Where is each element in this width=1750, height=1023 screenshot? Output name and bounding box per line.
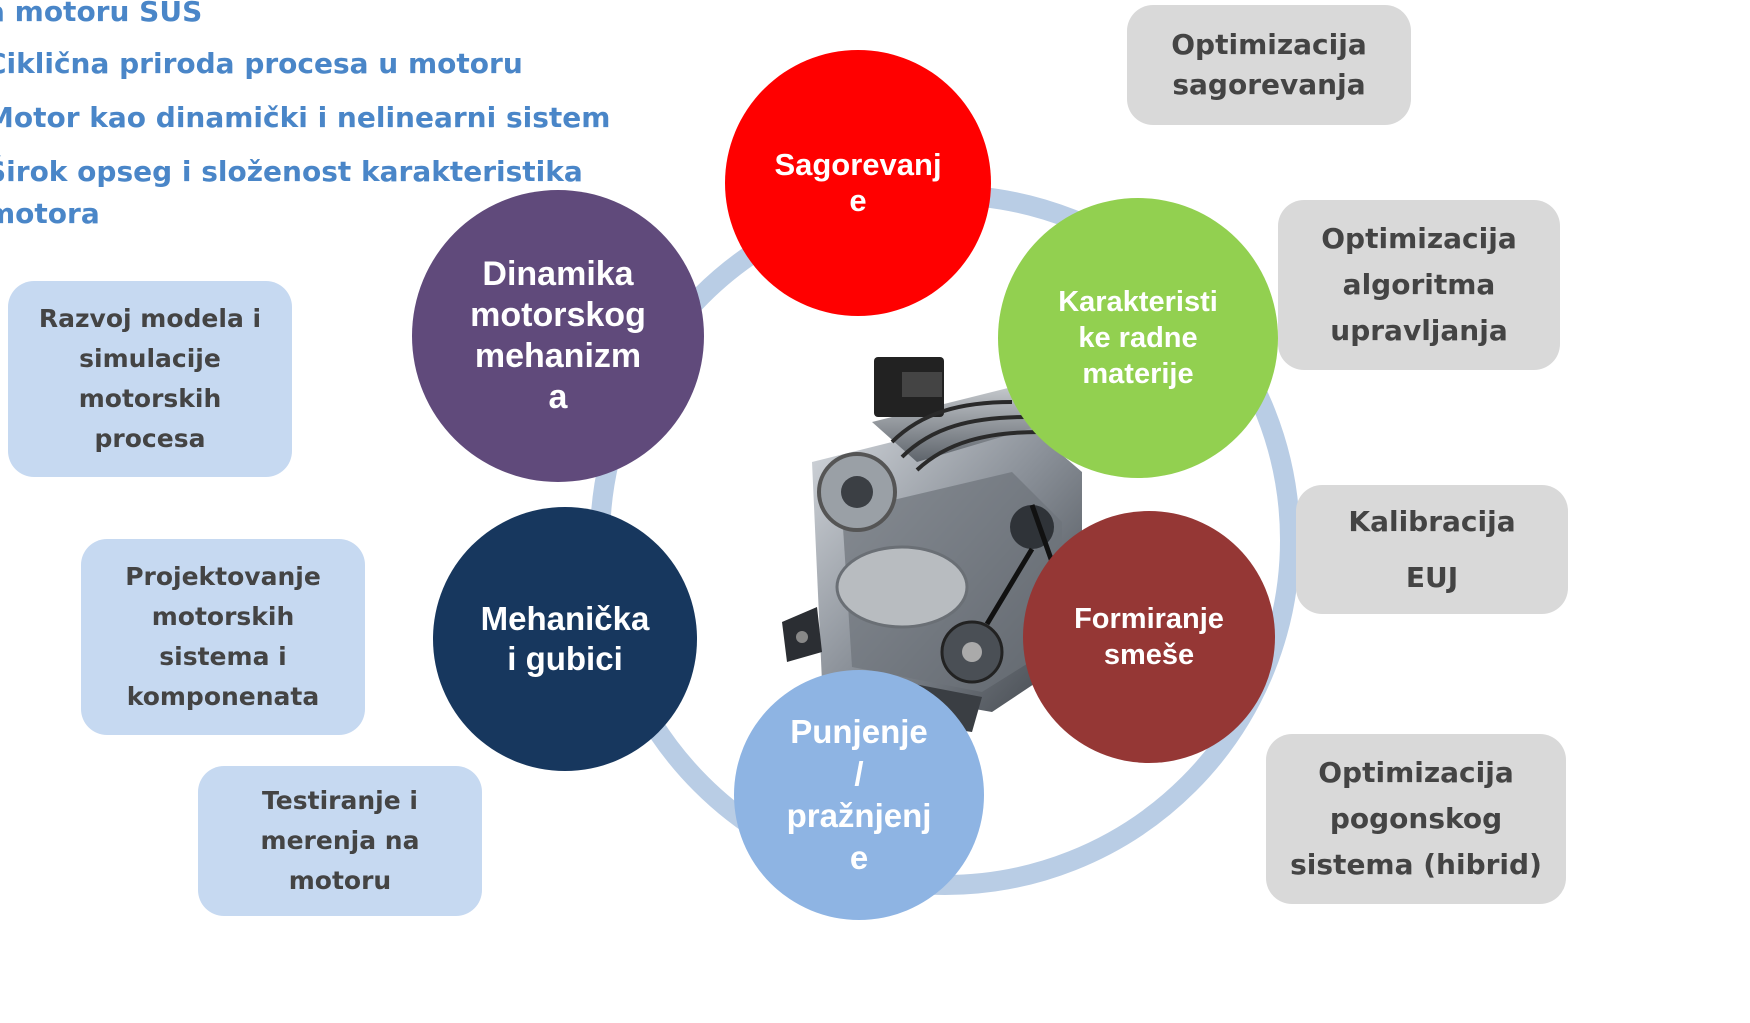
circle-karakteristike: Karakteristi ke radne materije [998, 198, 1278, 478]
bullet-item: Ciklična priroda procesa u motoru [0, 47, 523, 80]
box-projektovanje: Projektovanje motorskih sistema i kompon… [81, 539, 365, 735]
bullet-item: a motoru SUS [0, 0, 203, 28]
circle-sagorevanje: Sagorevanj e [725, 50, 991, 316]
box-optimizacija-pogonskog: Optimizacija pogonskog sistema (hibrid) [1266, 734, 1566, 904]
box-testiranje: Testiranje i merenja na motoru [198, 766, 482, 916]
circle-punjenje: Punjenje / pražnjenj e [734, 670, 984, 920]
bullet-item: Širok opseg i složenost karakteristika [0, 155, 583, 188]
box-optimizacija-algoritma: Optimizacija algoritma upravljanja [1278, 200, 1560, 370]
bullet-item: motora [0, 197, 100, 230]
circle-formiranje: Formiranje smeše [1023, 511, 1275, 763]
bullet-item: Motor kao dinamički i nelinearni sistem [0, 101, 611, 134]
circle-dinamika: Dinamika motorskog mehanizm a [412, 190, 704, 482]
box-razvoj-modela: Razvoj modela i simulacije motorskih pro… [8, 281, 292, 477]
box-optimizacija-sagorevanja: Optimizacija sagorevanja [1127, 5, 1411, 125]
circle-gubici: Mehanička i gubici [433, 507, 697, 771]
box-kalibracija: Kalibracija EUJ [1296, 485, 1568, 614]
